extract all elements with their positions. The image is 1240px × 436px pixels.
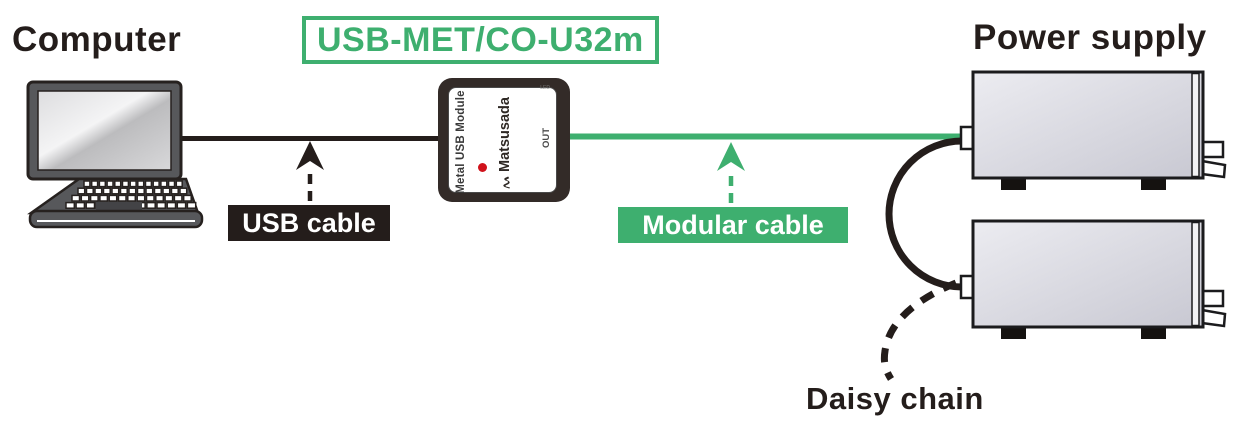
laptop-trackpad: [96, 202, 142, 212]
daisy-chain-dashed-cable: [880, 279, 958, 381]
usb-cable-tag: USB cable: [228, 205, 390, 241]
power-supply-unit-1: [959, 70, 1227, 192]
computer-illustration: [26, 80, 204, 229]
led-indicator: [478, 163, 487, 172]
laptop-base: [28, 209, 204, 229]
modular-cable-tag: Modular cable: [618, 207, 848, 243]
module-brand-text: Matsusada: [497, 97, 513, 172]
module-side-text: Metal USB Module: [455, 90, 467, 194]
computer-label: Computer: [12, 20, 182, 59]
usb-cable-arrow: [296, 141, 324, 201]
matsusada-logo-icon: [502, 176, 510, 189]
usb-module-faceplate: [448, 87, 557, 193]
module-port-label: OUT: [540, 127, 552, 149]
module-brand: Matsusada: [492, 90, 518, 196]
usb-module-device: Metal USB Module Matsusada OUT LED: [438, 78, 570, 202]
module-corner-marking: LED: [540, 85, 550, 91]
modular-cable-arrow: [717, 142, 745, 203]
daisy-chain-label: Daisy chain: [806, 381, 984, 416]
daisy-chain-cable: [885, 137, 966, 291]
power-supply-label: Power supply: [973, 18, 1207, 57]
power-supply-unit-2: [959, 219, 1227, 341]
product-title: USB-MET/CO-U32m: [302, 16, 659, 65]
laptop-screen: [37, 90, 172, 171]
